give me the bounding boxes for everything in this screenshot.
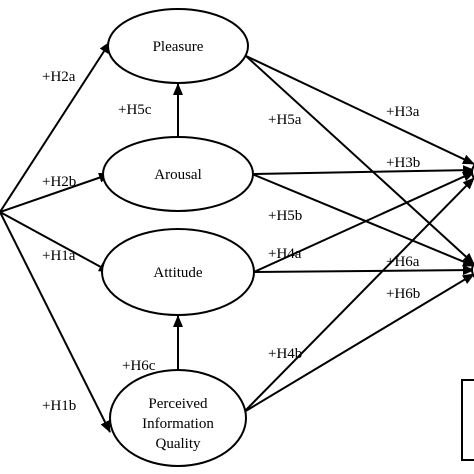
label-h6b: +H6b [386, 286, 420, 302]
edge-h5a [245, 55, 474, 265]
label-h3b: +H3b [386, 155, 420, 171]
edge-h2b [0, 172, 111, 213]
pleasure-node [107, 8, 249, 84]
edge-h5b [251, 173, 474, 267]
edge-h6a [253, 265, 474, 276]
edge-h6b [243, 273, 474, 413]
label-h2b: +H2b [42, 174, 76, 190]
piq-node [109, 369, 247, 467]
edge-h3b [251, 165, 474, 176]
label-h6a: +H6a [386, 254, 420, 270]
label-h4b: +H4b [268, 346, 302, 362]
piq-label-line-1: Perceived [148, 396, 208, 412]
label-h5a: +H5a [268, 112, 302, 128]
outcome-box-fragment [461, 379, 474, 461]
attitude-node [101, 228, 255, 316]
label-h1a: +H1a [42, 248, 76, 264]
edge-h2a [0, 41, 111, 213]
arousal-node [102, 136, 254, 212]
label-h5c: +H5c [118, 102, 152, 118]
edge-h4b [243, 177, 474, 413]
arousal-label: Arousal [154, 167, 202, 183]
piq-label-line-2: Information [142, 416, 214, 432]
attitude-label: Attitude [153, 265, 203, 281]
label-h2a: +H2a [42, 69, 76, 85]
label-h4a: +H4a [268, 246, 302, 262]
edge-h1a [0, 211, 111, 273]
label-h6c: +H6c [122, 358, 156, 374]
label-h3a: +H3a [386, 104, 420, 120]
label-h5b: +H5b [268, 208, 302, 224]
edge-h4a [253, 171, 474, 273]
edge-h3a [245, 55, 474, 165]
piq-label-line-3: Quality [156, 436, 201, 452]
pleasure-label: Pleasure [153, 39, 204, 55]
label-h1b: +H1b [42, 398, 76, 414]
edge-h1b [0, 211, 111, 433]
